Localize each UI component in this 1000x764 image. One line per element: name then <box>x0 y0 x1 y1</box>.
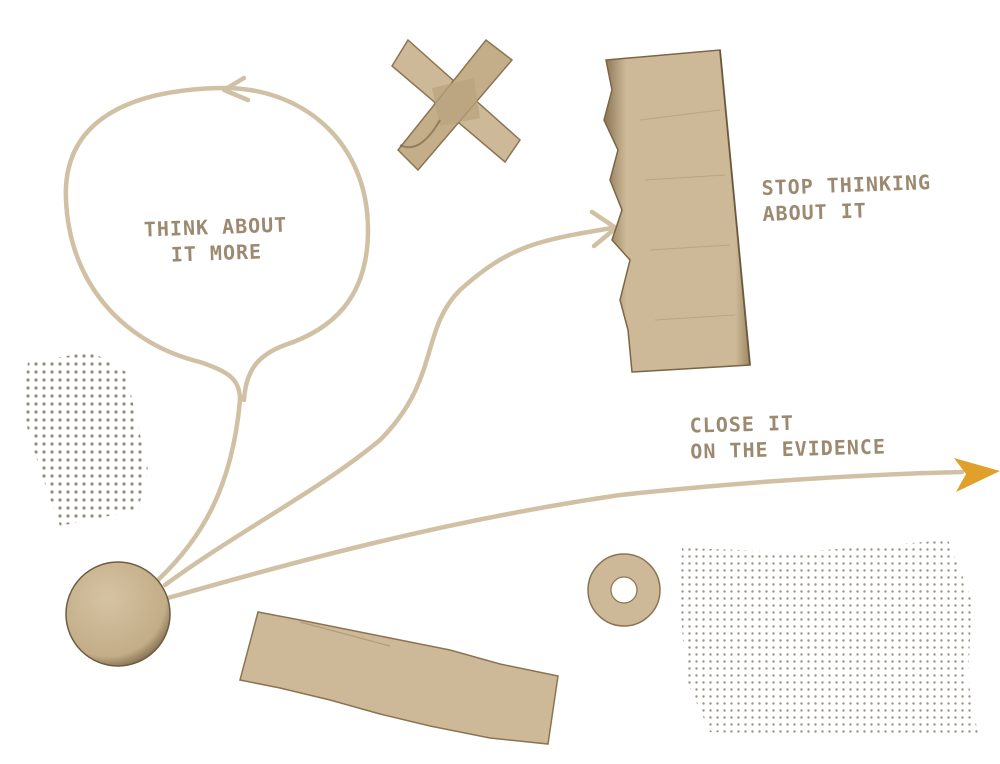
x-tape-mark <box>391 38 521 172</box>
connector-to-stop <box>162 209 619 588</box>
think-more-label: THINK ABOUT IT MORE <box>125 211 307 269</box>
torn-tape-stop <box>603 49 751 373</box>
source-circle <box>65 561 171 667</box>
stop-thinking-label: STOP THINKING ABOUT IT <box>761 169 932 227</box>
ring-washer <box>587 553 661 627</box>
connector-to-close <box>165 469 965 601</box>
halftone-patch-right <box>680 540 978 736</box>
halftone-patch-left <box>22 352 148 526</box>
bottom-tape-strip <box>239 611 559 745</box>
accent-arrowhead <box>954 458 1000 492</box>
close-it-label: CLOSE IT ON THE EVIDENCE <box>689 407 886 464</box>
loop-arrow <box>63 75 371 403</box>
connector-to-loop <box>155 397 243 583</box>
close-it-line2: ON THE EVIDENCE <box>690 434 887 464</box>
